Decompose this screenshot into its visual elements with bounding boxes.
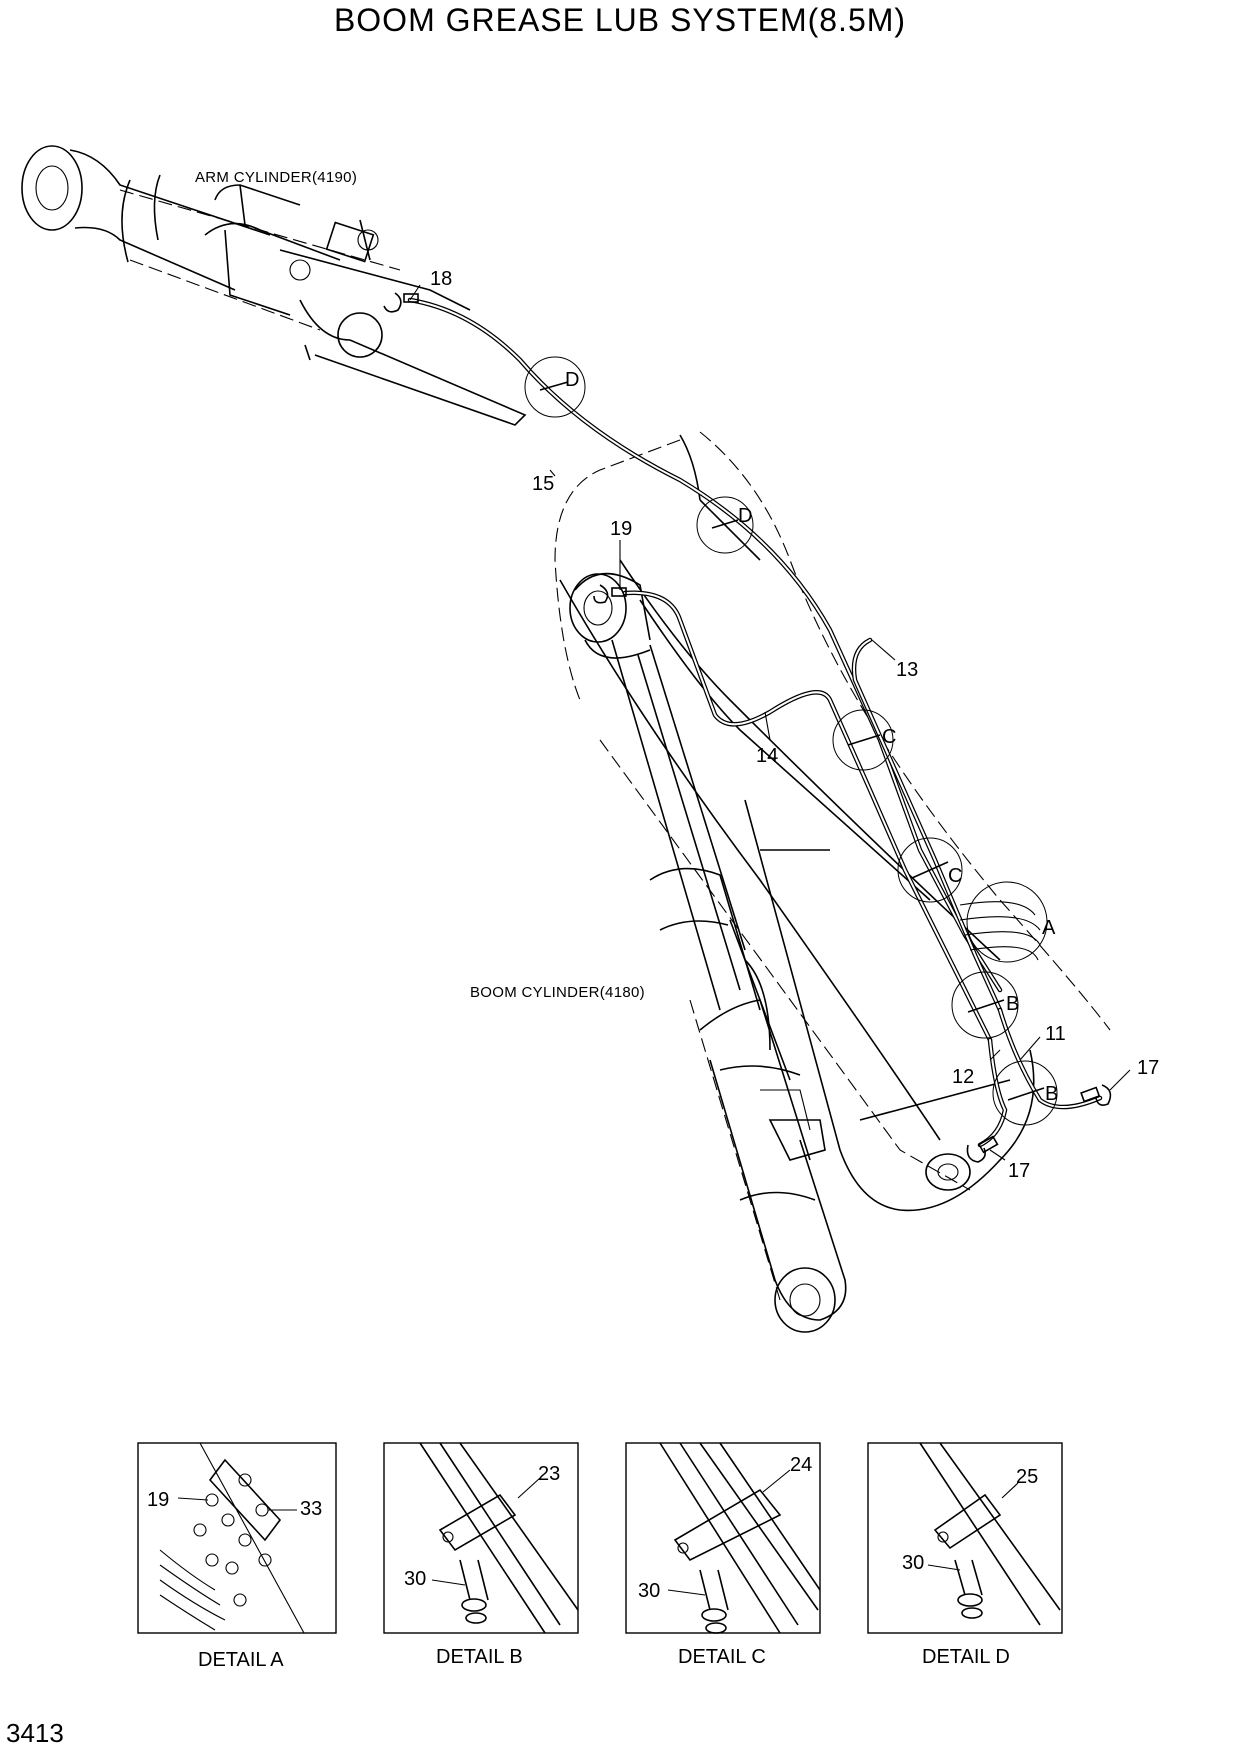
part-label-19: 19	[610, 518, 632, 540]
clamp-label-c-lower: C	[948, 865, 962, 887]
detail-c-title: DETAIL C	[678, 1646, 766, 1668]
part-label-17-lower: 17	[1008, 1160, 1030, 1182]
leader-lines	[409, 284, 1131, 1161]
detail-c-label-30: 30	[638, 1580, 660, 1602]
arm-cylinder-drawing	[21, 145, 527, 426]
arm-cylinder-caption: ARM CYLINDER(4190)	[195, 169, 357, 186]
part-label-18: 18	[430, 268, 452, 290]
part-label-14: 14	[756, 745, 778, 767]
detail-d-label-25: 25	[1016, 1466, 1038, 1488]
detail-c: 24 30 DETAIL C	[625, 1442, 821, 1668]
page-title: BOOM GREASE LUB SYSTEM(8.5M)	[333, 2, 907, 38]
detail-a: 19 33 DETAIL A	[137, 1442, 337, 1671]
part-label-15: 15	[532, 473, 554, 495]
lubrication-pipes	[383, 292, 1112, 1163]
clamp-markers	[524, 356, 1058, 1126]
detail-a-title: DETAIL A	[198, 1649, 284, 1671]
boom-cylinder-drawing	[569, 572, 847, 1333]
page-number: 3413	[6, 1718, 64, 1748]
detail-d-title: DETAIL D	[922, 1646, 1010, 1668]
clamp-label-d-upper: D	[565, 369, 579, 391]
detail-d: 25 30 DETAIL D	[867, 1442, 1063, 1668]
part-label-11: 11	[1045, 1023, 1066, 1045]
detail-a-label-19: 19	[147, 1489, 169, 1511]
clamp-label-b-upper: B	[1006, 993, 1019, 1015]
part-label-17-upper: 17	[1137, 1057, 1159, 1079]
detail-b-title: DETAIL B	[436, 1646, 523, 1668]
clamp-label-d-lower: D	[738, 505, 752, 527]
part-label-12: 12	[952, 1066, 974, 1088]
detail-b: 23 30 DETAIL B	[383, 1442, 579, 1668]
clamp-label-b-lower: B	[1045, 1083, 1058, 1105]
clamp-label-a: A	[1042, 917, 1056, 939]
detail-c-label-24: 24	[790, 1454, 812, 1476]
detail-b-label-23: 23	[538, 1463, 560, 1485]
boom-cylinder-caption: BOOM CYLINDER(4180)	[470, 984, 645, 1001]
part-label-13: 13	[896, 659, 918, 681]
detail-a-label-33: 33	[300, 1498, 322, 1520]
clamp-label-c-upper: C	[882, 726, 896, 748]
detail-b-label-30: 30	[404, 1568, 426, 1590]
detail-d-label-30: 30	[902, 1552, 924, 1574]
